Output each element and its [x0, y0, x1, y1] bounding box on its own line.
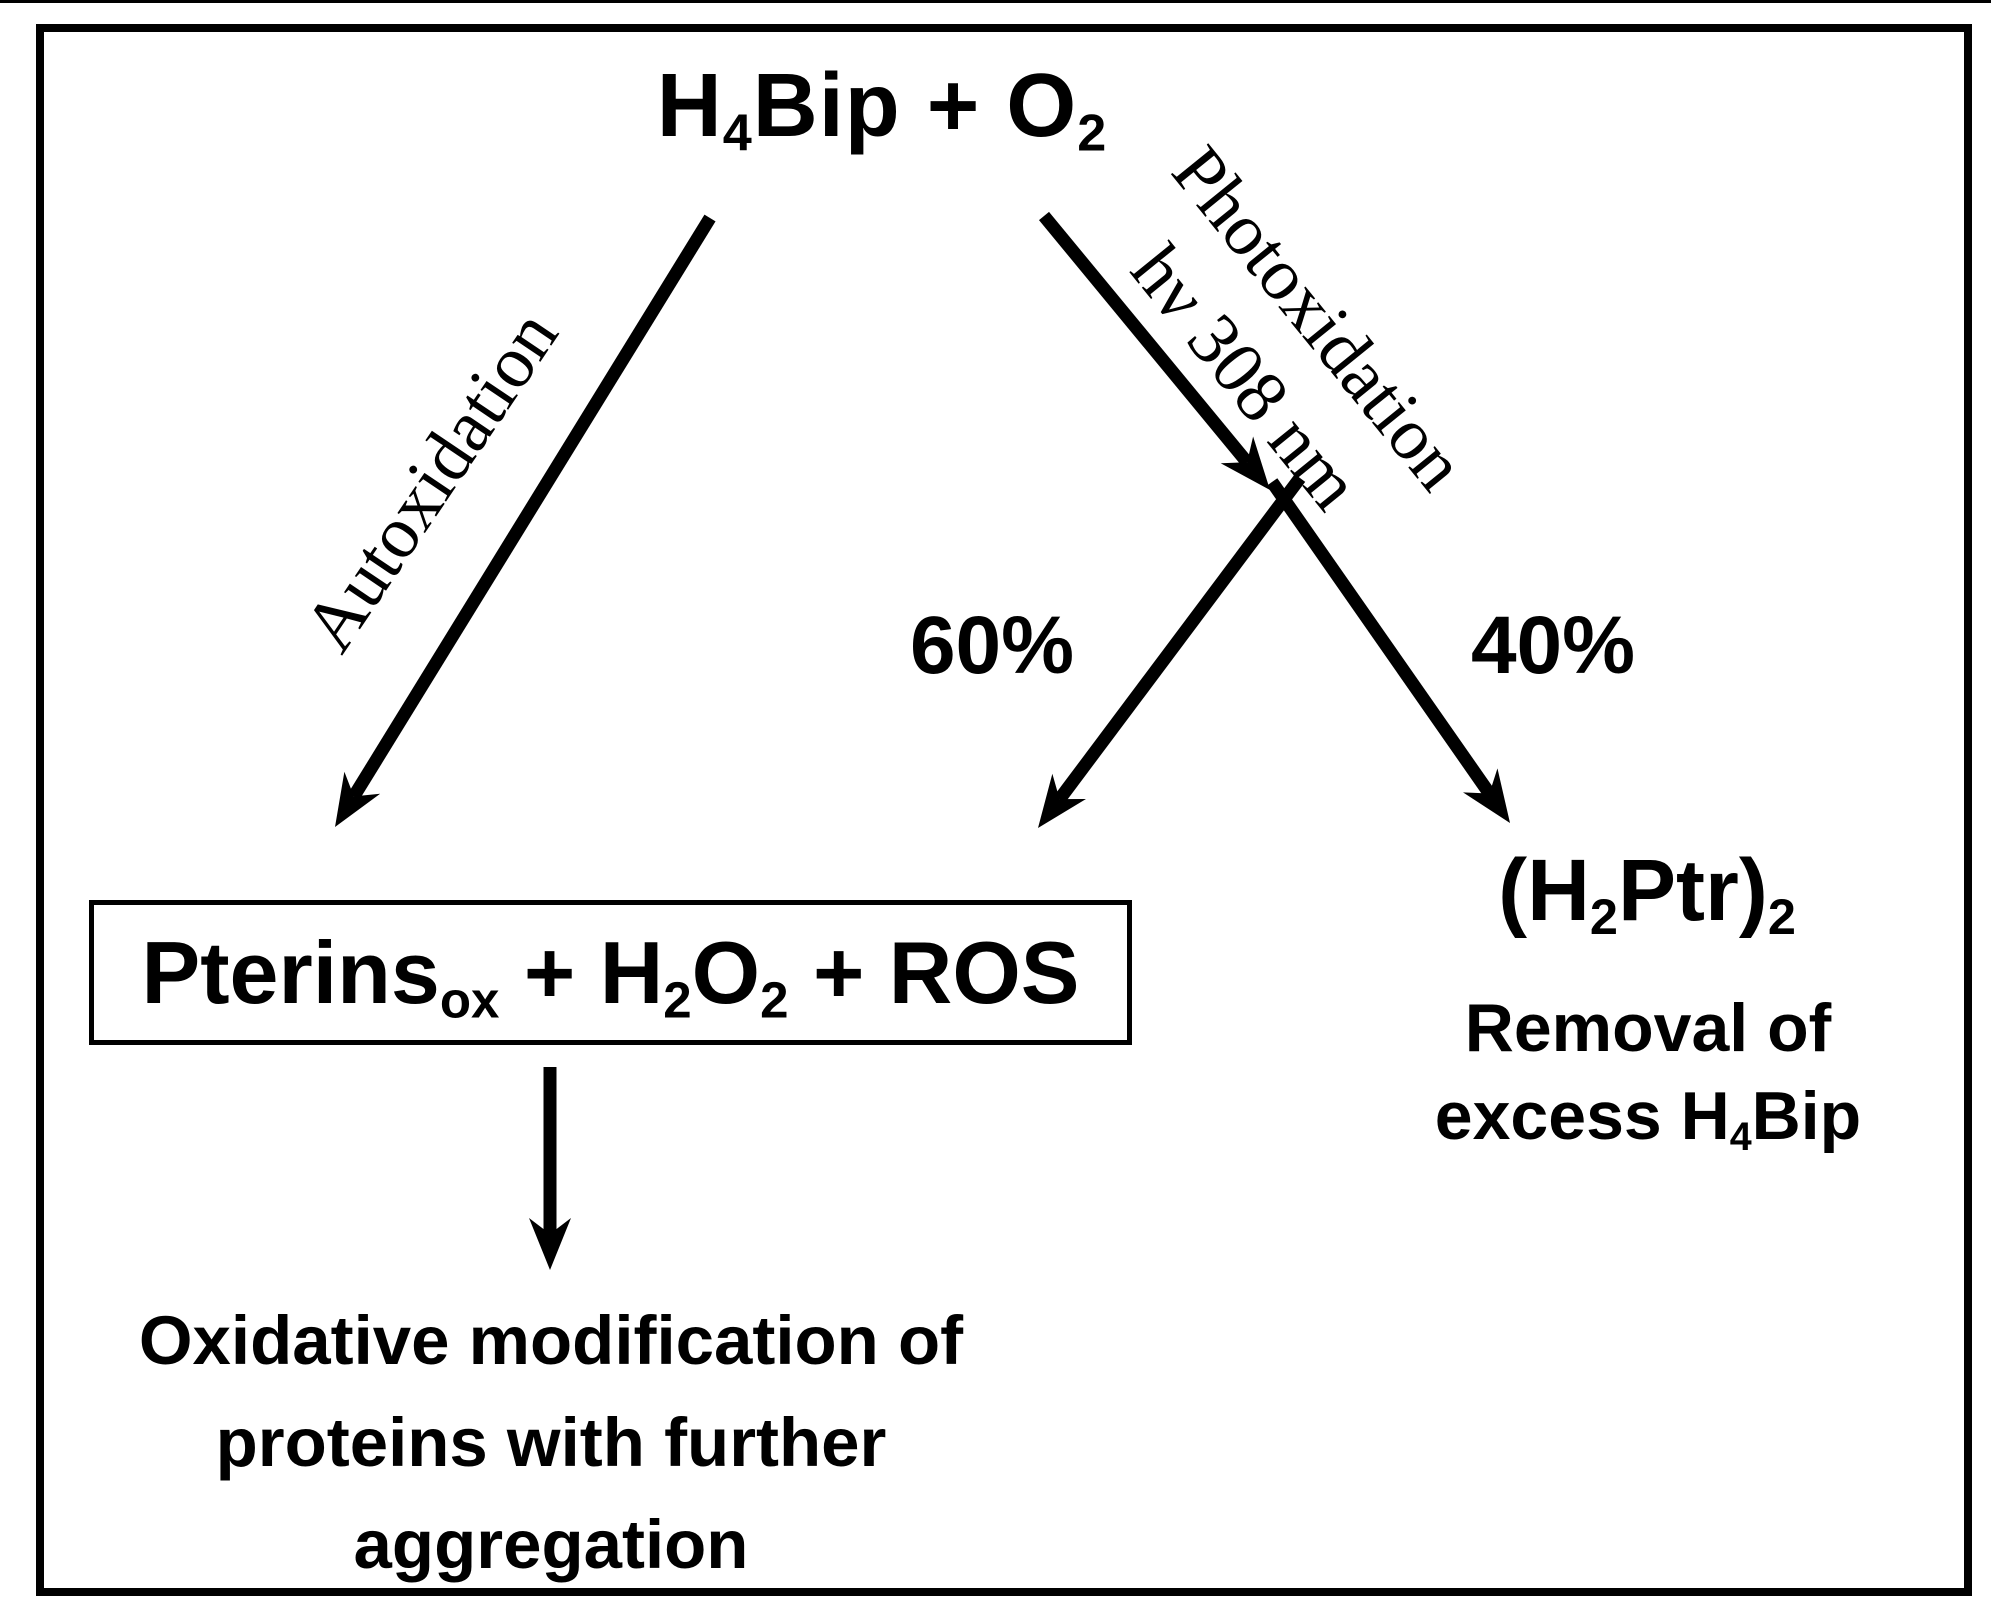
dimer-caption: Removal of excess H4Bip: [1435, 984, 1861, 1160]
formula-text: Pterins: [141, 922, 440, 1022]
formula-text: H: [656, 56, 723, 156]
formula-text: O: [691, 922, 761, 1022]
formula-text: (H: [1498, 842, 1590, 939]
dimer-caption-line2: excess H4Bip: [1435, 1072, 1861, 1160]
branch-percentage-60: 60%: [909, 600, 1075, 691]
dimer-caption-line1: Removal of: [1464, 990, 1832, 1066]
formula-text: Bip: [1751, 1078, 1862, 1154]
arrow-photoxidation: [1038, 211, 1270, 490]
products-formula: Pterinsox + H2O2 + ROS: [141, 922, 1080, 1025]
formula-text: + ROS: [788, 922, 1080, 1022]
outcome-line3: aggregation: [353, 1506, 749, 1583]
arrow-to-proteins: [529, 1067, 571, 1270]
oxidized-products-box: Pterinsox + H2O2 + ROS: [89, 900, 1132, 1045]
protein-modification-outcome: Oxidative modification of proteins with …: [139, 1290, 963, 1596]
formula-subscript: 2: [1767, 888, 1796, 946]
formula-subscript: 2: [760, 970, 789, 1028]
arrow-autoxidation: [335, 214, 716, 827]
reactant-formula: H4Bip + O2: [657, 61, 1108, 160]
formula-text: Bip + O: [752, 56, 1078, 156]
figure-border-frame: [36, 24, 1972, 1596]
arrow-branch-60: [1038, 474, 1306, 828]
formula-subscript: 4: [722, 104, 753, 163]
scan-edge-line: [0, 0, 1991, 3]
formula-text: + H: [499, 922, 664, 1022]
arrow-branch-40: [1266, 478, 1510, 823]
outcome-line1: Oxidative modification of: [138, 1302, 964, 1379]
formula-subscript: 2: [1077, 104, 1108, 163]
dimer-formula: (H2Ptr)2: [1498, 847, 1796, 942]
formula-subscript: 2: [663, 970, 692, 1028]
formula-subscript: 2: [1589, 888, 1618, 946]
formula-text: Ptr): [1617, 842, 1768, 939]
formula-subscript: ox: [439, 970, 500, 1028]
formula-text: excess H: [1434, 1078, 1730, 1154]
branch-percentage-40: 40%: [1470, 600, 1636, 691]
outcome-line2: proteins with further: [215, 1404, 887, 1481]
formula-subscript: 4: [1729, 1115, 1752, 1160]
